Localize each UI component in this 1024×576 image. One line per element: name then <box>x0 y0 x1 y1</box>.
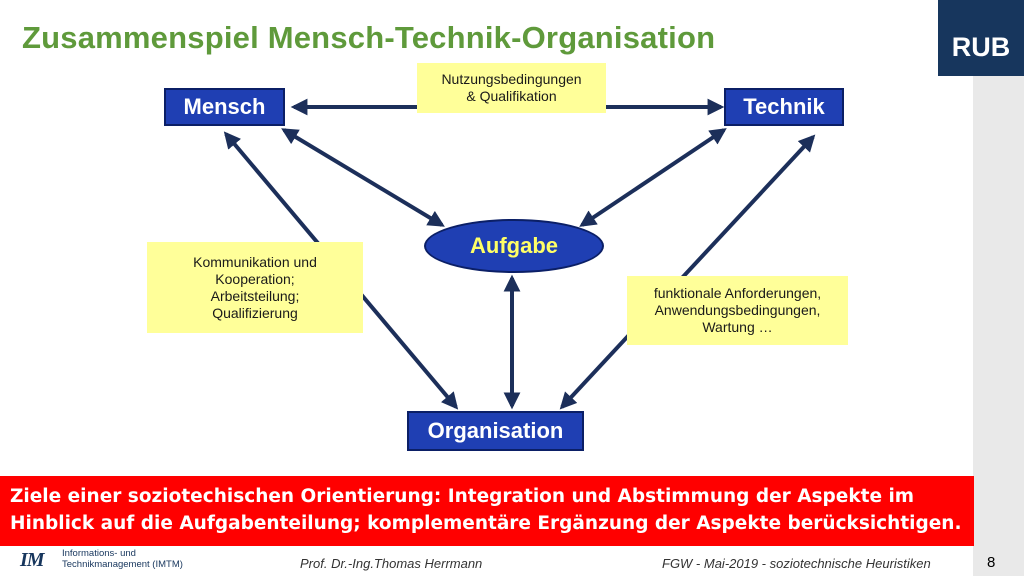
node-organisation-label: Organisation <box>427 418 564 443</box>
note-left-line-4: Qualifizierung <box>212 304 298 321</box>
note-right-line-3: Wartung … <box>702 319 773 335</box>
note-right-line-2: Anwendungsbedingungen, <box>654 302 821 318</box>
imtm-logo-text: Informations- und Technikmanagement (IMT… <box>62 548 183 570</box>
note-right-line-1: funktionale Anforderungen, <box>653 285 822 301</box>
imtm-logo: IM Informations- und Technikmanagement (… <box>14 545 184 576</box>
rub-logo-text: RUB <box>951 31 1011 62</box>
note-nutzungsbedingungen: Nutzungsbedingungen & Qualifikation <box>417 63 606 113</box>
node-aufgabe-label: Aufgabe <box>470 233 558 258</box>
footer-event: FGW - Mai-2019 - soziotechnische Heurist… <box>662 556 931 571</box>
rub-logo: RUB <box>938 0 1024 76</box>
node-organisation: Organisation <box>407 411 584 451</box>
arrow-technik-organisation <box>559 134 816 410</box>
goal-banner: Ziele einer soziotechischen Orientierung… <box>0 476 974 546</box>
arrow-mensch-aufgabe <box>281 128 445 227</box>
goal-banner-line-1: Ziele einer soziotechischen Orientierung… <box>10 486 915 507</box>
page-number: 8 <box>987 554 996 571</box>
note-top-line-2: & Qualifikation <box>466 88 557 104</box>
goal-banner-line-2: Hinblick auf die Aufgabenteilung; komple… <box>10 513 962 534</box>
node-mensch: Mensch <box>164 88 285 126</box>
footer-author: Prof. Dr.-Ing.Thomas Herrmann <box>300 556 483 571</box>
slide-title: Zusammenspiel Mensch-Technik-Organisatio… <box>22 20 716 55</box>
imtm-logo-mark: IM <box>20 549 45 571</box>
node-mensch-label: Mensch <box>183 94 266 119</box>
note-left-line-3: Arbeitsteilung; <box>210 287 300 304</box>
note-anforderungen: funktionale Anforderungen, Anwendungsbed… <box>627 276 848 345</box>
note-left-line-1: Kommunikation und <box>193 253 317 270</box>
imtm-logo-line-2: Technikmanagement (IMTM) <box>62 559 183 570</box>
arrow-technik-aufgabe <box>579 128 727 227</box>
note-kommunikation: Kommunikation und Kooperation; Arbeitste… <box>147 242 363 333</box>
note-top-line-1: Nutzungsbedingungen <box>441 71 582 87</box>
imtm-logo-line-1: Informations- und <box>62 548 136 559</box>
node-technik: Technik <box>724 88 844 126</box>
node-aufgabe: Aufgabe <box>424 219 604 273</box>
note-left-line-2: Kooperation; <box>215 270 295 287</box>
node-technik-label: Technik <box>743 94 825 119</box>
right-side-strip <box>973 0 1024 576</box>
